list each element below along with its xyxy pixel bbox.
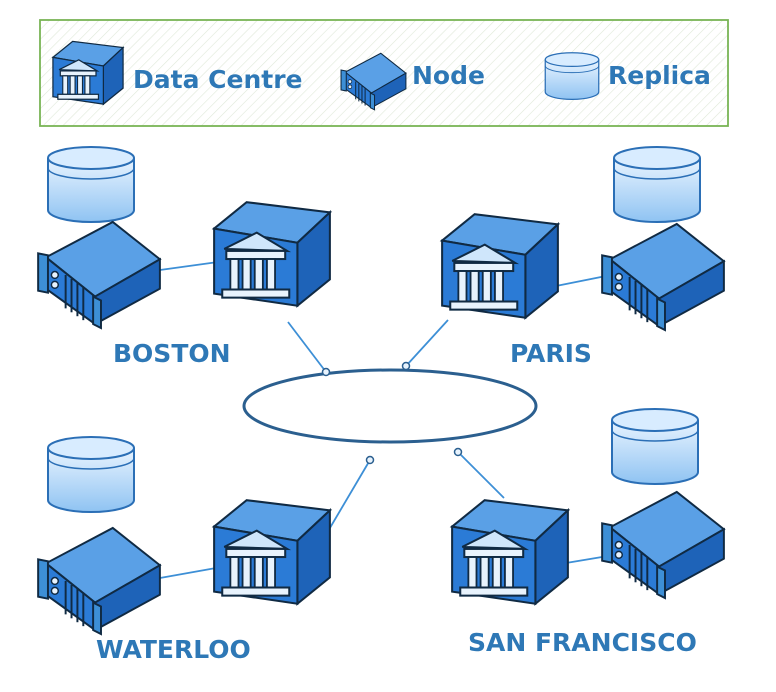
- replica-icon: [613, 146, 701, 223]
- link-ring-boston: [287, 321, 327, 373]
- link-ring-san-francisco: [457, 451, 505, 499]
- node-icon: [601, 490, 725, 600]
- ring-links: [287, 319, 505, 539]
- connector-paris: [401, 361, 411, 371]
- site-label-paris: PARIS: [510, 339, 592, 368]
- data-centre-icon: [52, 40, 124, 105]
- replica-icon: [47, 146, 135, 223]
- site-label-waterloo: WATERLOO: [96, 635, 251, 664]
- node-icon: [37, 220, 161, 330]
- site-san-francisco: SAN FRANCISCO: [451, 408, 725, 657]
- site-paris: PARIS: [441, 146, 725, 368]
- data-centre-icon: [213, 201, 331, 307]
- link-node-boston: [159, 261, 219, 271]
- node-icon: [37, 526, 161, 636]
- node-icon: [601, 222, 725, 332]
- link-node-waterloo: [159, 567, 217, 579]
- data-centre-icon: [213, 499, 331, 605]
- connector-boston: [321, 367, 331, 377]
- link-ring-paris: [405, 319, 449, 367]
- connector-san-francisco: [453, 447, 463, 457]
- replica-icon: [611, 408, 699, 485]
- connector-waterloo: [365, 455, 375, 465]
- replica-icon: [47, 436, 135, 513]
- site-label-boston: BOSTON: [113, 339, 231, 368]
- data-centre-icon: [441, 213, 559, 319]
- legend: Data Centre Node Replica: [39, 19, 729, 127]
- site-label-san-francisco: SAN FRANCISCO: [468, 628, 697, 657]
- ring-connectors: [321, 361, 463, 465]
- site-boston: BOSTON: [37, 146, 331, 368]
- link-ring-waterloo: [323, 459, 371, 539]
- legend-label-data-centre: Data Centre: [133, 65, 302, 94]
- legend-item-node: Node: [340, 52, 485, 111]
- link-node-paris: [555, 275, 607, 287]
- legend-item-data-centre: Data Centre: [52, 40, 302, 105]
- data-centre-icon: [451, 499, 569, 605]
- replica-icon: [544, 52, 600, 101]
- legend-item-replica: Replica: [544, 52, 711, 101]
- site-waterloo: WATERLOO: [37, 436, 331, 664]
- legend-label-replica: Replica: [608, 61, 711, 90]
- cluster-ring: [242, 368, 538, 444]
- legend-label-node: Node: [412, 61, 485, 90]
